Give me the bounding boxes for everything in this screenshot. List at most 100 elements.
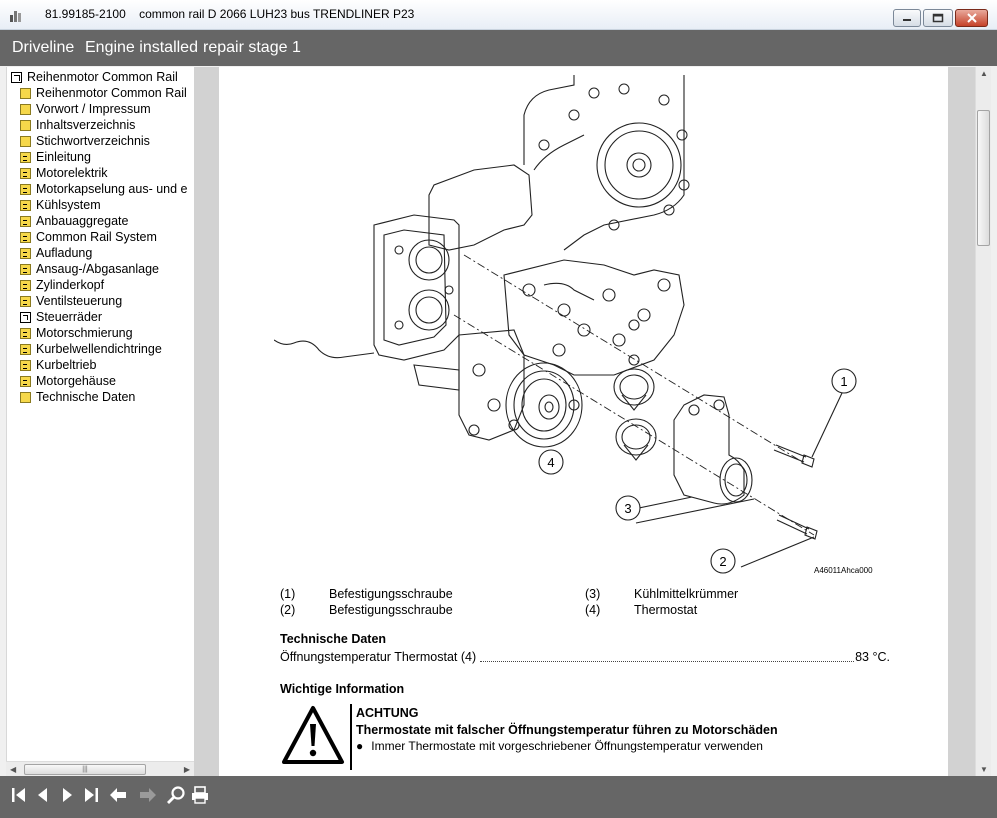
tree-horizontal-scrollbar[interactable]: ◀ ||| ▶ (6, 761, 194, 776)
scroll-right-icon[interactable]: ▶ (183, 765, 190, 774)
tree-item-label: Motorschmierung (36, 326, 133, 340)
next-page-button[interactable] (57, 785, 77, 805)
close-button[interactable] (955, 9, 988, 27)
tree-item[interactable]: Motorgehäuse (20, 373, 116, 389)
tree-item[interactable]: Steuerräder (20, 309, 102, 325)
figure-code: A46011Ahca000 (814, 566, 873, 575)
page-icon (20, 103, 31, 115)
first-page-button[interactable] (9, 785, 29, 805)
window-title: 81.99185-2100 common rail D 2066 LUH23 b… (45, 7, 424, 21)
bullet-icon: ● (356, 739, 364, 753)
book-icon (20, 263, 31, 275)
scroll-down-icon[interactable]: ▼ (980, 765, 988, 774)
page-icon (20, 135, 31, 147)
tree-item[interactable]: Kurbelwellendichtringe (20, 341, 162, 357)
warning-icon (282, 706, 344, 764)
tree-item[interactable]: Vorwort / Impressum (20, 101, 151, 117)
book-icon (20, 167, 31, 179)
callout-1-label: 1 (840, 374, 847, 389)
content-margin (948, 67, 975, 776)
tree-item-label: Kühlsystem (36, 198, 101, 212)
tree-item-label: Motorgehäuse (36, 374, 116, 388)
tree-item[interactable]: Anbauaggregate (20, 213, 128, 229)
spec-label: Öffnungstemperatur Thermostat (4) (280, 650, 479, 664)
minimize-button[interactable] (893, 9, 921, 27)
minimize-icon (903, 19, 911, 21)
print-button[interactable] (190, 785, 210, 805)
legend-text: Befestigungsschraube (329, 603, 453, 617)
back-button[interactable] (108, 785, 128, 805)
previous-icon (38, 788, 47, 802)
tree-item-label: Vorwort / Impressum (36, 102, 151, 116)
tree-item[interactable]: Technische Daten (20, 389, 135, 405)
tree-item-label: Zylinderkopf (36, 278, 105, 292)
scroll-up-icon[interactable]: ▲ (980, 69, 988, 78)
tree-item-label: Kurbeltrieb (36, 358, 97, 372)
scrollbar-thumb[interactable] (977, 110, 990, 246)
maximize-icon (932, 13, 944, 23)
tree-item[interactable]: Ventilsteuerung (20, 293, 122, 309)
tree-item[interactable]: Zylinderkopf (20, 277, 104, 293)
last-page-button[interactable] (81, 785, 101, 805)
callout-1 (831, 368, 857, 394)
legend-num: (3) (585, 587, 601, 601)
tree-item-label: Einleitung (36, 150, 91, 164)
navigation-toolbar (0, 776, 997, 818)
breadcrumb: Driveline Engine installed repair stage … (0, 30, 997, 66)
forward-button[interactable] (138, 785, 158, 805)
tree-item[interactable]: Inhaltsverzeichnis (20, 117, 135, 133)
callout-4 (538, 449, 564, 475)
tree-item[interactable]: Ansaug-/Abgasanlage (20, 261, 159, 277)
book-icon (20, 183, 31, 195)
callout-3-label: 3 (624, 501, 631, 516)
breadcrumb-repair-stage[interactable]: repair stage 1 (203, 39, 301, 56)
expand-icon (11, 71, 22, 83)
book-icon (20, 231, 31, 243)
tree-item[interactable]: Reihenmotor Common Rail (20, 85, 187, 101)
page-icon (20, 87, 31, 99)
callout-2-label: 2 (719, 554, 726, 569)
tree-item-label: Ventilsteuerung (36, 294, 123, 308)
link-icon (20, 311, 31, 323)
tree-item[interactable]: Einleitung (20, 149, 91, 165)
tree-item[interactable]: Motorschmierung (20, 325, 133, 341)
spec-leader-dots (480, 650, 854, 662)
previous-page-button[interactable] (33, 785, 53, 805)
tree-item[interactable]: Kurbeltrieb (20, 357, 96, 373)
tree-item-label: Technische Daten (36, 390, 136, 404)
warning-bullet: ● Immer Thermostate mit vorgeschriebener … (356, 739, 763, 753)
search-icon (167, 786, 185, 804)
page-icon (20, 391, 31, 403)
breadcrumb-driveline[interactable]: Driveline (12, 39, 75, 56)
callout-4-label: 4 (547, 455, 554, 470)
book-icon (20, 215, 31, 227)
content-vertical-scrollbar[interactable]: ▲ ▼ (975, 67, 991, 776)
tree-item[interactable]: Aufladung (20, 245, 92, 261)
title-code: 81.99185-2100 (45, 7, 126, 21)
tree-item[interactable]: Common Rail System (20, 229, 157, 245)
maximize-button[interactable] (923, 9, 953, 27)
tree-item[interactable]: Motorelektrik (20, 165, 108, 181)
tree-item-label: Anbauaggregate (36, 214, 129, 228)
tree-root-label: Reihenmotor Common Rail (27, 70, 178, 84)
scrollbar-thumb[interactable]: ||| (24, 764, 146, 775)
tree-item[interactable]: Motorkapselung aus- und e (20, 181, 187, 197)
forward-arrow-icon (140, 788, 156, 802)
warning-bullet-text: Immer Thermostate mit vorgeschriebener Ö… (371, 739, 763, 753)
scroll-left-icon[interactable]: ◀ (10, 765, 17, 774)
book-icon (20, 151, 31, 163)
search-button[interactable] (166, 785, 186, 805)
document-content: 1 2 3 4 A46011Ahca000 (1) Befestigungssc… (219, 67, 948, 776)
tree-item-label: Common Rail System (36, 230, 157, 244)
tree-item[interactable]: Stichwortverzeichnis (20, 133, 150, 149)
book-icon (20, 247, 31, 259)
pane-splitter[interactable] (194, 67, 219, 776)
next-icon (63, 788, 72, 802)
book-icon (20, 375, 31, 387)
book-icon (20, 295, 31, 307)
tree-root[interactable]: Reihenmotor Common Rail (11, 69, 178, 85)
tree-item[interactable]: Kühlsystem (20, 197, 101, 213)
legend-text: Befestigungsschraube (329, 587, 453, 601)
breadcrumb-engine-installed[interactable]: Engine installed (85, 39, 198, 56)
tree-item-label: Aufladung (36, 246, 93, 260)
